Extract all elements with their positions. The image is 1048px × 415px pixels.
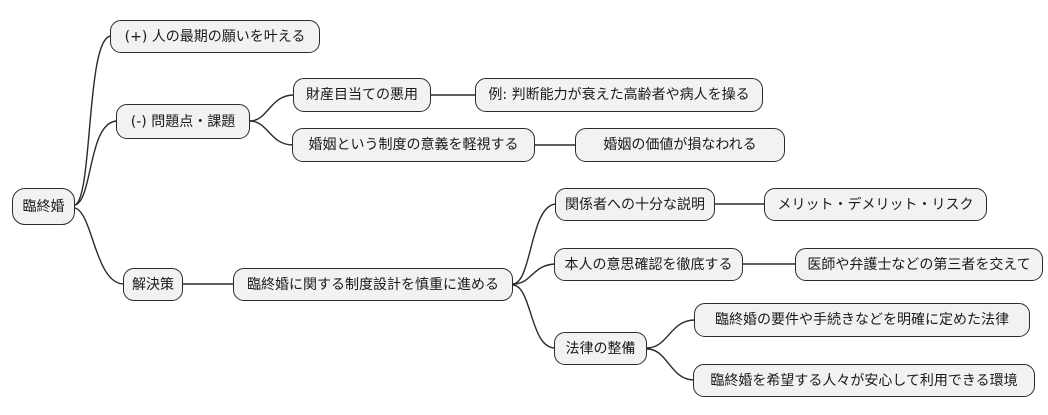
node-marriage-meaning[interactable]: 婚姻という制度の意義を軽視する xyxy=(292,128,535,162)
edge-root-to-pros xyxy=(74,35,112,206)
node-pros[interactable]: (+) 人の最期の願いを叶える xyxy=(110,20,320,53)
node-label: (-) 問題点・課題 xyxy=(130,113,236,130)
node-label: メリット・デメリット・リスク xyxy=(777,196,974,213)
edge-issues-to-marriage-meaning xyxy=(249,120,294,146)
edge-design-to-legal xyxy=(512,284,556,349)
edge-root-to-issues xyxy=(74,120,118,206)
node-label: 医師や弁護士などの第三者を交えて xyxy=(807,256,1031,273)
node-asset-abuse[interactable]: 財産目当ての悪用 xyxy=(293,78,431,112)
node-solutions[interactable]: 解決策 xyxy=(123,268,183,301)
node-label: 臨終婚に関する制度設計を慎重に進める xyxy=(247,276,499,293)
edge-legal-to-clear-law xyxy=(646,319,696,349)
node-marriage-value[interactable]: 婚姻の価値が損なわれる xyxy=(575,128,785,162)
node-label: 婚姻の価値が損なわれる xyxy=(603,137,757,153)
node-label: 臨終婚 xyxy=(22,198,65,215)
node-legal-framework[interactable]: 法律の整備 xyxy=(554,332,647,365)
node-label: 財産目当ての悪用 xyxy=(306,87,418,103)
node-label: 婚姻という制度の意義を軽視する xyxy=(308,137,519,153)
edge-root-to-solutions xyxy=(74,207,125,285)
node-explain-stakeholders[interactable]: 関係者への十分な説明 xyxy=(555,188,715,221)
node-label: 臨終婚の要件や手続きなどを明確に定めた法律 xyxy=(715,312,1009,328)
node-third-party[interactable]: 医師や弁護士などの第三者を交えて xyxy=(795,248,1043,281)
edge-design-to-explain xyxy=(512,203,557,285)
node-label: 本人の意思確認を徹底する xyxy=(564,256,733,273)
node-abuse-example[interactable]: 例: 判断能力が衰えた高齢者や病人を操る xyxy=(475,78,763,112)
node-careful-design[interactable]: 臨終婚に関する制度設計を慎重に進める xyxy=(233,268,513,301)
node-label: 関係者への十分な説明 xyxy=(565,196,705,213)
node-safe-environment[interactable]: 臨終婚を希望する人々が安心して利用できる環境 xyxy=(693,364,1035,397)
edge-issues-to-asset-abuse xyxy=(249,94,295,122)
node-confirm-intent[interactable]: 本人の意思確認を徹底する xyxy=(554,248,743,281)
edge-design-to-confirm xyxy=(512,263,556,285)
node-label: 法律の整備 xyxy=(565,340,636,357)
node-label: 解決策 xyxy=(132,276,174,293)
node-clear-law[interactable]: 臨終婚の要件や手続きなどを明確に定めた法律 xyxy=(694,303,1030,337)
node-label: (+) 人の最期の願いを叶える xyxy=(124,28,306,45)
node-label: 臨終婚を希望する人々が安心して利用できる環境 xyxy=(710,372,1018,389)
node-issues[interactable]: (-) 問題点・課題 xyxy=(116,104,250,139)
node-root[interactable]: 臨終婚 xyxy=(12,188,75,225)
edge-legal-to-environment xyxy=(646,348,695,381)
node-label: 例: 判断能力が衰えた高齢者や病人を操る xyxy=(488,87,750,103)
node-merit-demerit-risk[interactable]: メリット・デメリット・リスク xyxy=(764,188,987,221)
